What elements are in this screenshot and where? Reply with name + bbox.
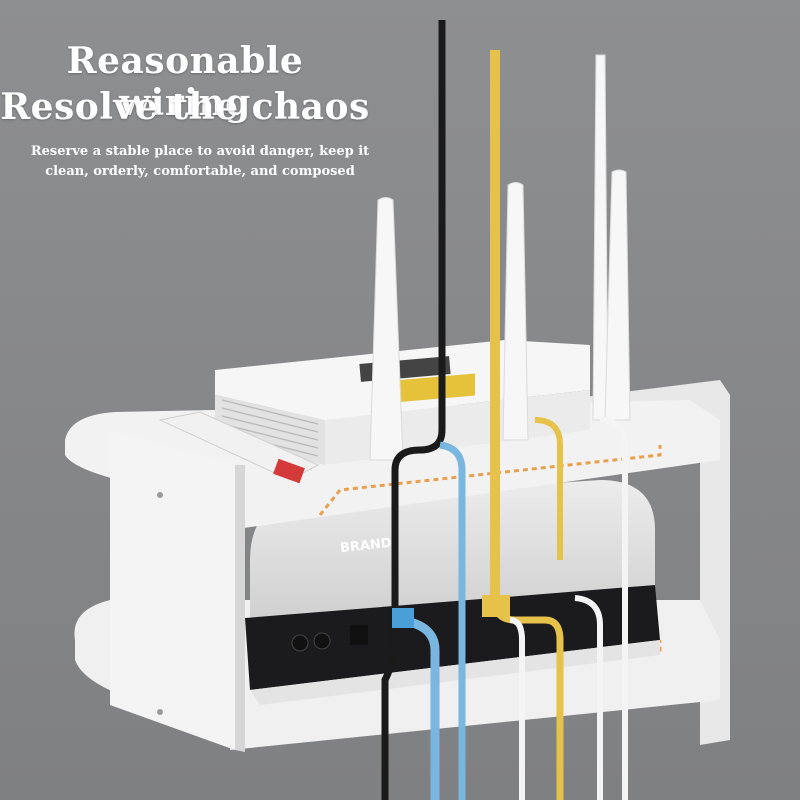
set-top-box-front (245, 585, 660, 690)
cable-yellow-upper (534, 417, 563, 560)
subtitle-line-2: clean, orderly, comfortable, and compose… (45, 164, 355, 179)
screw-hole (157, 709, 163, 715)
cable-white-lower (574, 595, 603, 800)
black-plug (350, 625, 368, 645)
set-top-box-top (250, 480, 655, 625)
blue-plug (392, 608, 414, 628)
cable-white (599, 417, 628, 800)
remote-red-button (273, 458, 305, 484)
router-antennas (369, 54, 631, 461)
router-lan-ports (400, 373, 475, 403)
screw-hole (157, 492, 163, 498)
cable-blue (439, 441, 466, 800)
power-port (313, 632, 331, 650)
headline-line-2: Resolve the chaos (0, 86, 370, 128)
set-top-box-label: BRAND (339, 536, 392, 556)
cable-white-mid (509, 617, 525, 800)
shelf-side-panel-edge (235, 465, 245, 752)
subtitle-line-1: Reserve a stable place to avoid danger, … (30, 144, 370, 159)
headline-line-1: Reasonable wiring (66, 40, 304, 124)
cable-black (381, 20, 446, 800)
power-port (291, 634, 309, 652)
yellow-plug (482, 595, 510, 617)
shelf-side-panel (110, 430, 235, 750)
